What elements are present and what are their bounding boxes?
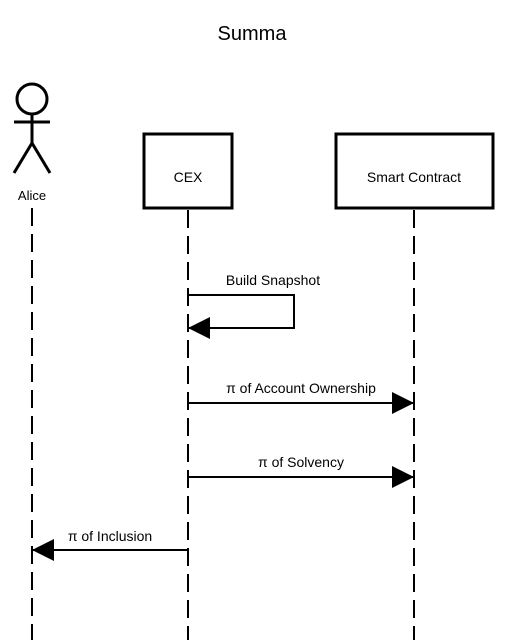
actor-alice: Alice [12,82,52,203]
diagram-title: Summa [218,23,288,45]
message-inclusion: π of Inclusion [32,528,188,561]
message-label: Build Snapshot [226,272,320,288]
participant-label-smart-contract: Smart Contract [367,169,461,185]
message-solvency: π of Solvency [188,454,414,488]
message-account-ownership: π of Account Ownership [188,380,414,414]
participant-smart-contract: Smart Contract [334,132,495,210]
message-build-snapshot: Build Snapshot [188,272,320,339]
participant-label-cex: CEX [174,169,203,185]
participant-box-smart-contract [334,132,495,210]
message-label: π of Solvency [258,454,344,470]
message-label: π of Inclusion [68,528,152,544]
participant-label-alice: Alice [18,188,46,203]
stick-figure-icon [12,82,52,174]
message-label: π of Account Ownership [226,380,376,396]
participant-box-cex [142,132,234,210]
participant-cex: CEX [142,132,234,210]
self-message-arrow [188,294,295,339]
